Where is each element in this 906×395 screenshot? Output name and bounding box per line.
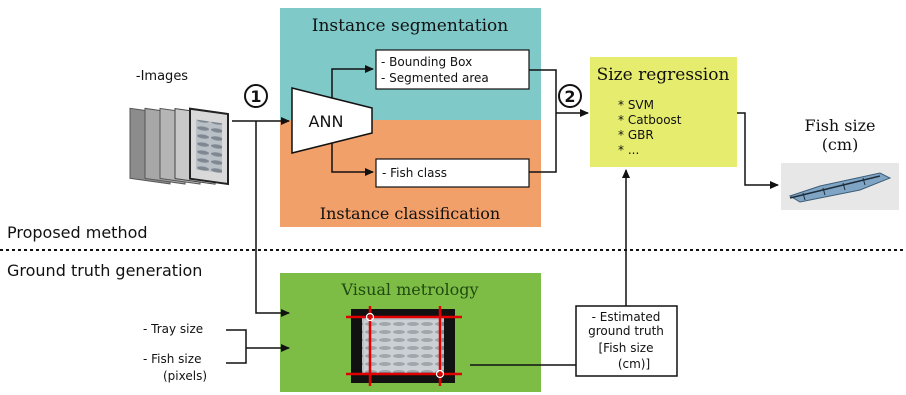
ann-block (291, 87, 373, 154)
bounding-box-label: - Bounding Box (381, 55, 472, 69)
arrow-images-to-metrology (255, 121, 290, 317)
ground-truth-generation-label: Ground truth generation (7, 261, 202, 280)
method-svm: * SVM (618, 98, 654, 112)
fish-size-unit: (cm) (822, 135, 859, 154)
estimated-gt-line3: [Fish size (599, 341, 654, 355)
instance-classification-title: Instance classification (320, 204, 500, 223)
image-stack (129, 107, 229, 186)
arrow-ann-to-classification (331, 143, 374, 176)
arrow-ann-to-segmentation (331, 65, 374, 98)
instance-segmentation-title: Instance segmentation (312, 16, 509, 36)
segmentation-output-box (375, 49, 530, 90)
inputs-bracket (226, 329, 247, 364)
method-gbr: * GBR (618, 128, 654, 142)
size-regression-title: Size regression (597, 65, 730, 85)
segmented-area-label: - Segmented area (381, 71, 489, 85)
method-catboost: * Catboost (618, 113, 682, 127)
method-more: * ... (618, 143, 639, 157)
estimated-gt-line1: - Estimated (592, 310, 661, 324)
fish-size-pixels-label: - Fish size (143, 352, 201, 366)
visual-metrology-title: Visual metrology (340, 280, 478, 299)
step-1-marker (244, 84, 268, 108)
estimated-gt-line4: (cm)] (618, 357, 650, 371)
ann-label: ANN (309, 112, 344, 131)
arrow-regression-to-fish-size (737, 112, 779, 189)
connector-classification-to-regression (529, 113, 557, 173)
estimated-gt-line2: ground truth (588, 324, 664, 338)
proposed-method-label: Proposed method (7, 223, 148, 242)
fish-measured-image (781, 163, 899, 210)
connector-segmentation-to-regression (529, 69, 557, 113)
images-label: -Images (136, 69, 188, 84)
tray-size-label: - Tray size (143, 322, 203, 336)
fish-size-title: Fish size (804, 116, 875, 135)
classification-output-box (375, 158, 530, 188)
size-regression-panel (590, 57, 737, 167)
metrology-tray-image (346, 306, 462, 386)
fish-class-label: - Fish class (382, 166, 447, 180)
fish-size-pixels-unit: (pixels) (163, 369, 207, 383)
step-1-number: 1 (250, 87, 261, 106)
step-2-number: 2 (564, 87, 575, 106)
step-2-marker (558, 84, 582, 108)
